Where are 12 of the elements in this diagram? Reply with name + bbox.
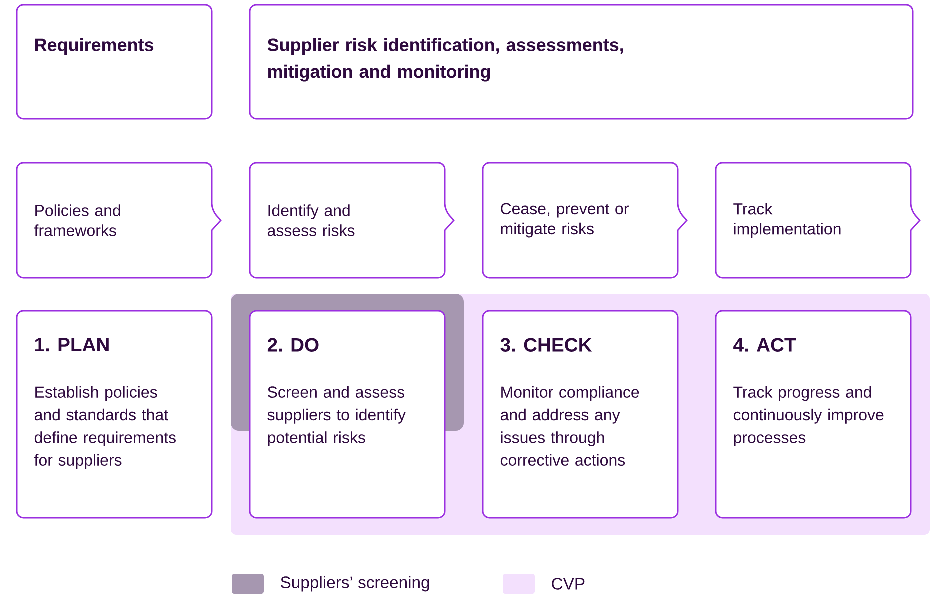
heading-box: Requirements <box>16 4 213 120</box>
stage-box: Identify and assess risks <box>249 162 455 279</box>
legend-label: CVP <box>552 578 585 590</box>
step-box: 3. CHECK Monitor compliance and address any issues through corrective actions <box>482 310 679 519</box>
stage-box: Policies and frameworks <box>16 162 222 279</box>
legend-label: Suppliers’ screening <box>281 576 430 592</box>
stage-box: Track implementation <box>715 162 921 279</box>
step-box: 1. PLAN Establish policies and standards that define requirements for suppliers <box>16 310 213 519</box>
step-box: 4. ACT Track progress and continuously improve processes <box>715 310 912 519</box>
step-box: 2. DO Screen and assess suppliers to identify potential risks <box>249 310 446 519</box>
heading-box: Supplier risk identification, assessments, mitigation and monitoring <box>249 4 914 120</box>
stage-box: Cease, prevent or mitigate risks <box>482 162 688 279</box>
